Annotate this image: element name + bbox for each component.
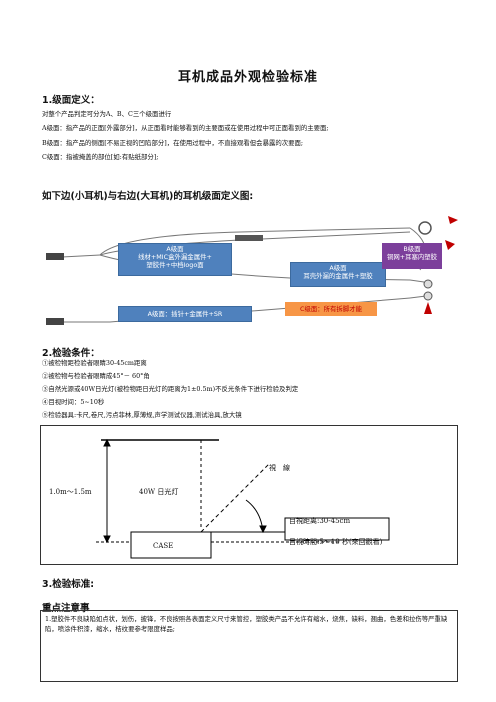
section3-heading: 3.检验标准:	[42, 579, 95, 590]
sight-label: 視 線	[269, 464, 290, 472]
section2-heading: 2.检验条件：	[42, 348, 100, 359]
section2-line: ②被检物与检验者眼睛成45°－ 60°角	[42, 372, 150, 380]
section1-line: A级面：指产品的正面[外露部分]，从正面看时能够看到的主要面或在使用过程中可正面…	[42, 124, 329, 132]
time-label: 目視時間:5～10 秒(來回觀看)	[289, 538, 383, 546]
section2-line: ⑤检验器具:卡尺,卷尺,污点菲林,厚薄规,声学测试仪器,测试治具,放大镜	[42, 411, 242, 419]
section2-line: ③自然光源或40W日光灯(被检物距日光灯的距离为1±0.5m)不反光条件下进行检…	[42, 385, 299, 393]
case-label: CASE	[153, 542, 174, 550]
plug-icon	[46, 253, 64, 260]
section1-line: B级面：指产品的侧面[不易正视的凹陷部分]，在使用过程中，不直接观看但会暴露的次…	[42, 139, 304, 147]
page-title: 耳机成品外观检验标准	[177, 70, 318, 85]
diagram1-heading: 如下边(小耳机)与右边(大耳机)的耳机级面定义图:	[42, 191, 254, 202]
section1-line: C级面：指被掩盖的部位[如:有贴纸部分];	[42, 153, 159, 161]
lamp-label: 40W 日光灯	[139, 488, 179, 496]
section2-line: ④目视时间：5~10秒	[42, 398, 105, 406]
section1-heading: 1.级面定义：	[42, 95, 100, 106]
section1-line: 对整个产品判定可分为A、B、C三个级面进行	[42, 110, 172, 118]
level-a-box: A级面耳壳外漏的金属件+塑胶	[290, 262, 386, 287]
note-text: 1.塑胶件不良缺陷如点状，划伤，披锋，不良按照各表面定义尺寸来管控，塑胶类产品不…	[45, 615, 448, 633]
level-b-box: B级面铜网+耳塞内塑胶	[382, 243, 442, 269]
height-label: 1.0m～1.5m	[49, 488, 92, 496]
section2-line: ①被检物距检验者眼睛30-45cm距离	[42, 359, 147, 367]
note-box: 1.塑胶件不良缺陷如点状，划伤，披锋，不良按照各表面定义尺寸来管控，塑胶类产品不…	[40, 610, 458, 682]
earcup-icon	[418, 221, 432, 235]
plug-icon	[46, 318, 64, 325]
level-c-box: C级面：所有拆脚才能	[285, 302, 377, 316]
level-a-box: A级面：插针+金属件+SR	[118, 306, 252, 322]
section3-subheading: 重点注意事	[42, 603, 90, 614]
level-a-box: A级面线材+MIC盒外漏金属件+塑胶件+中档logo面	[118, 243, 232, 276]
inspection-diagram: 1.0m～1.5m 40W 日光灯 視 線 目視距离:30-45cm 目視時間:…	[40, 425, 458, 565]
distance-label: 目視距离:30-45cm	[289, 517, 351, 525]
